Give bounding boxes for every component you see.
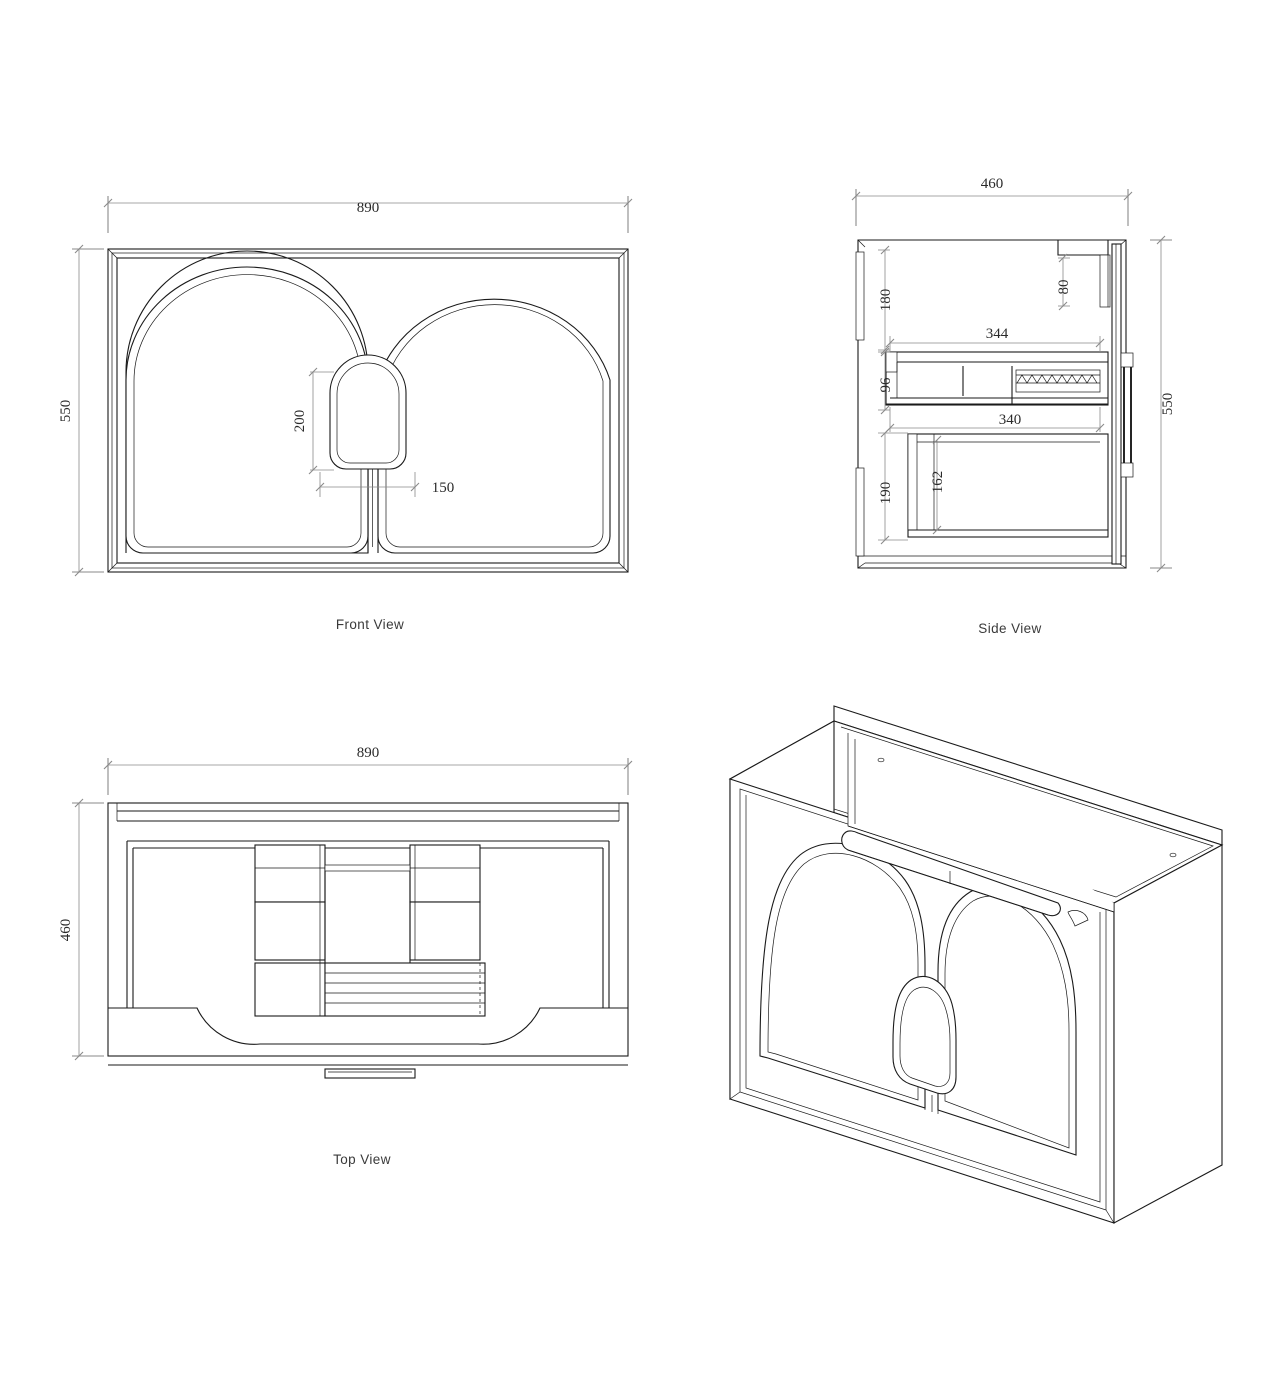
side-depth-dimension [851,189,1133,226]
top-width-dimension [103,758,633,795]
side-upper-drawer-depth-dimension [885,336,1105,352]
isometric-view-group [728,705,1224,1224]
front-view-label: Front View [335,617,405,632]
side-upper-drawer-height-value: 96 [878,377,894,393]
side-rear-recess-dimension [1058,253,1070,311]
side-rear-recess-value: 80 [1056,280,1072,295]
side-upper-compartment-dimension [878,245,890,355]
side-lower-drawer-height-dimension [932,435,942,535]
front-handle-width-value: 150 [432,480,455,496]
top-view-label: Top View [333,1152,391,1167]
front-handle-height-dimension [308,367,334,475]
side-upper-drawer-depth-value: 344 [986,326,1009,342]
side-depth-value: 460 [981,176,1004,192]
front-height-dimension [72,244,104,577]
front-width-value: 890 [357,200,380,216]
front-handle-height-value: 200 [292,410,308,433]
top-width-value: 890 [357,745,380,761]
top-depth-value: 460 [58,919,74,942]
front-view-group: 890 550 200 150 [58,196,633,577]
front-handle-width-dimension [315,472,420,497]
side-lower-compartment-value: 190 [878,482,894,505]
side-lower-drawer-depth-value: 340 [999,412,1022,428]
side-lower-drawer-depth-dimension [885,407,1105,433]
side-height-dimension [1150,235,1172,573]
side-upper-drawer-height-dimension [878,347,890,415]
side-lower-drawer-height-value: 162 [930,471,946,494]
front-width-dimension [103,196,633,233]
side-lower-compartment-dimension [878,428,908,545]
side-height-value: 550 [1160,393,1176,416]
side-view-label: Side View [978,621,1042,636]
side-view-group: 460 550 180 80 344 96 340 190 162 [851,176,1176,573]
front-height-value: 550 [58,400,74,423]
top-view-group: 890 460 [58,745,633,1079]
top-depth-dimension [72,798,104,1061]
side-upper-compartment-value: 180 [878,289,894,312]
